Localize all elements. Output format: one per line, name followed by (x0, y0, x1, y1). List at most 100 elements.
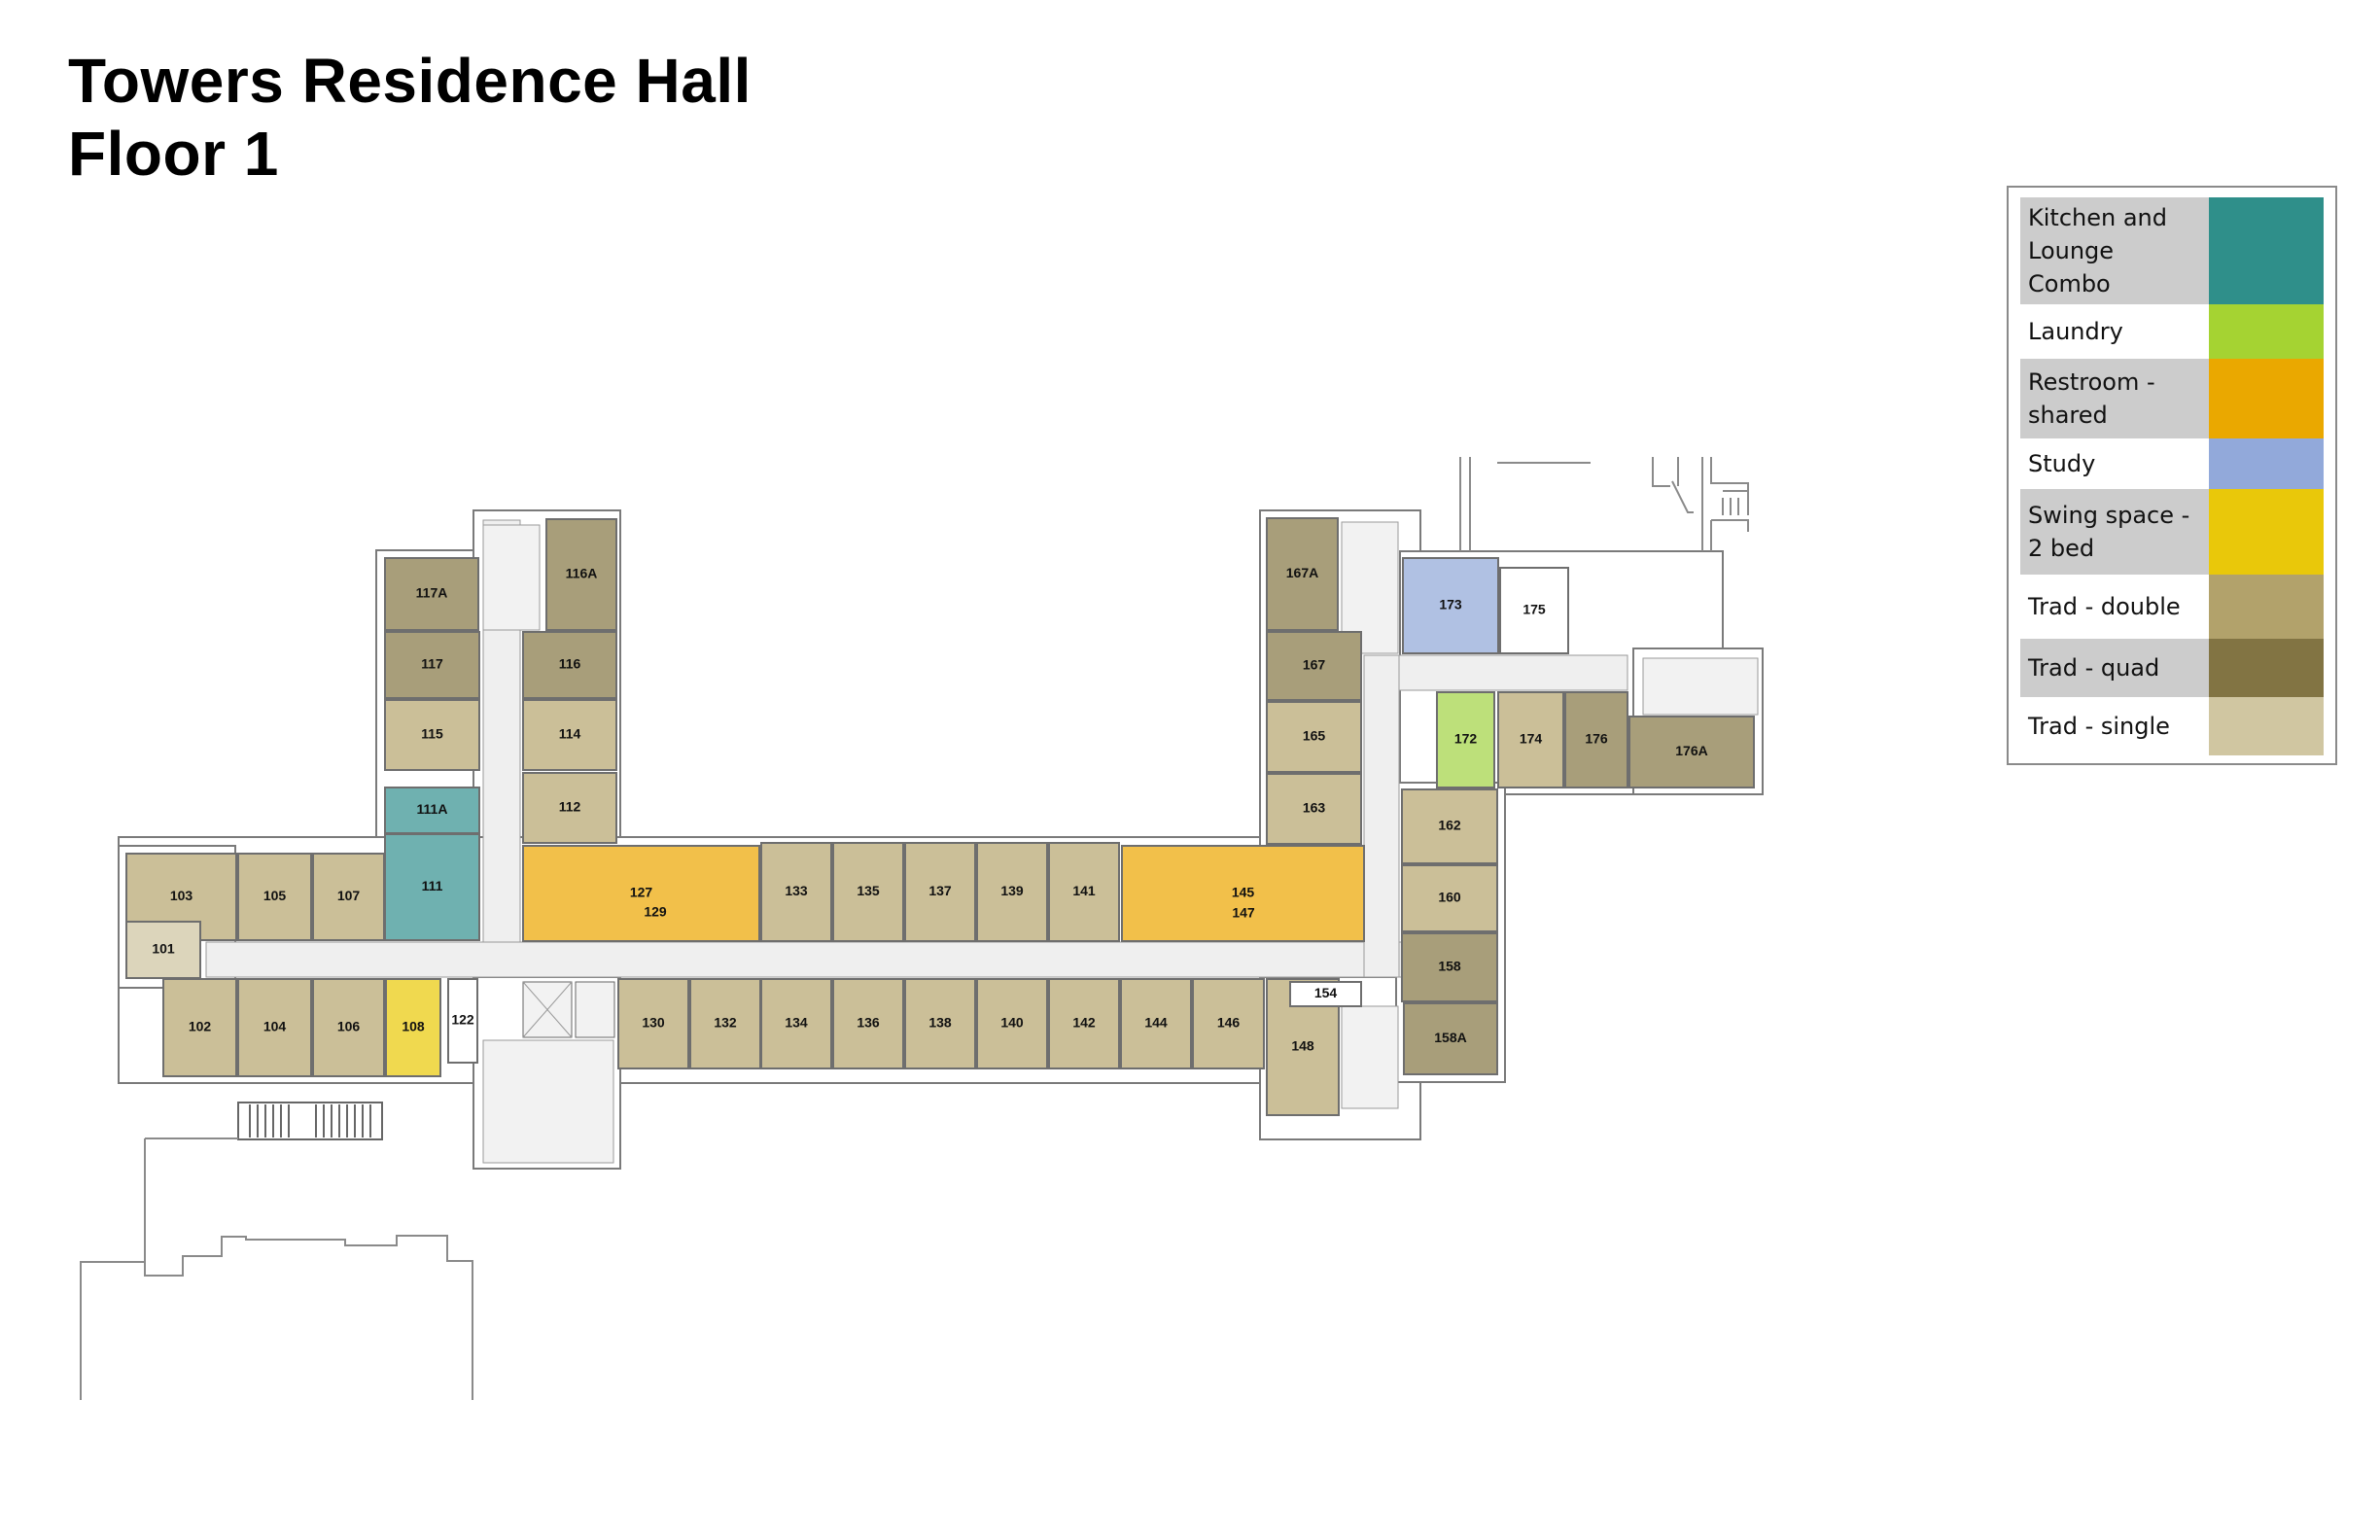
room-number: 129 (644, 904, 667, 920)
stair-east-annex (1642, 657, 1759, 716)
room-146[interactable]: 146 (1192, 978, 1265, 1069)
room-174[interactable]: 174 (1497, 691, 1564, 788)
room-134[interactable]: 134 (760, 978, 832, 1069)
room-number: 103 (170, 888, 193, 903)
legend-color-swatch (2209, 575, 2324, 639)
room-172[interactable]: 172 (1436, 691, 1495, 788)
front-stairs (237, 1102, 383, 1140)
room-135[interactable]: 135 (832, 842, 904, 942)
legend-item: Kitchen and Lounge Combo (2020, 197, 2324, 304)
room-number: 115 (421, 726, 443, 742)
room-number: 158A (1434, 1030, 1466, 1045)
legend-item: Restroom - shared (2020, 359, 2324, 438)
room-158[interactable]: 158 (1401, 932, 1498, 1002)
legend-label: Kitchen and Lounge Combo (2020, 197, 2209, 304)
room-fill (904, 842, 976, 942)
room-fill (832, 978, 904, 1069)
room-number: 160 (1438, 890, 1461, 905)
room-fill (1499, 567, 1569, 654)
room-138[interactable]: 138 (904, 978, 976, 1069)
room-129[interactable]: 129 (644, 904, 667, 920)
room-144[interactable]: 144 (1120, 978, 1192, 1069)
floor-plan-title: Towers Residence Hall Floor 1 (68, 45, 752, 191)
room-140[interactable]: 140 (976, 978, 1048, 1069)
legend-color-swatch (2209, 359, 2324, 438)
room-176[interactable]: 176 (1564, 691, 1628, 788)
room-111a[interactable]: 111A (384, 787, 480, 834)
room-127[interactable]: 127 (522, 845, 760, 942)
room-fill (760, 842, 832, 942)
room-number: 137 (928, 883, 952, 898)
room-115[interactable]: 115 (384, 699, 480, 771)
room-106[interactable]: 106 (312, 978, 385, 1077)
room-163[interactable]: 163 (1266, 773, 1362, 845)
room-158a[interactable]: 158A (1403, 1002, 1498, 1075)
room-122[interactable]: 122 (447, 978, 478, 1064)
room-117a[interactable]: 117A (384, 557, 479, 631)
site-lines (80, 457, 1749, 1400)
room-116[interactable]: 116 (522, 631, 617, 699)
room-162[interactable]: 162 (1401, 788, 1498, 864)
room-number: 134 (785, 1015, 808, 1031)
room-165[interactable]: 165 (1266, 701, 1362, 773)
room-154[interactable]: 154 (1289, 981, 1362, 1007)
room-117[interactable]: 117 (384, 631, 480, 699)
room-142[interactable]: 142 (1048, 978, 1120, 1069)
room-132[interactable]: 132 (689, 978, 761, 1069)
room-number: 116A (566, 566, 598, 581)
room-fill (237, 978, 312, 1077)
legend-color-swatch (2209, 697, 2324, 755)
room-fill (385, 978, 441, 1077)
room-number: 117A (416, 585, 448, 601)
room-105[interactable]: 105 (237, 853, 312, 941)
room-number: 167A (1286, 565, 1318, 580)
room-number: 163 (1303, 800, 1326, 816)
room-145[interactable]: 145 (1121, 845, 1365, 942)
room-number: 133 (785, 883, 808, 898)
room-number: 108 (402, 1019, 425, 1034)
room-number: 145 (1232, 885, 1255, 900)
room-160[interactable]: 160 (1401, 864, 1498, 932)
room-141[interactable]: 141 (1048, 842, 1120, 942)
room-101[interactable]: 101 (125, 921, 201, 979)
room-147[interactable]: 147 (1232, 905, 1255, 921)
room-137[interactable]: 137 (904, 842, 976, 942)
legend-color-swatch (2209, 197, 2324, 304)
room-number: 135 (857, 883, 880, 898)
room-number: 172 (1454, 731, 1478, 747)
room-number: 127 (630, 885, 653, 900)
room-104[interactable]: 104 (237, 978, 312, 1077)
room-175[interactable]: 175 (1499, 567, 1569, 654)
room-133[interactable]: 133 (760, 842, 832, 942)
room-number: 111A (417, 801, 448, 817)
room-130[interactable]: 130 (617, 978, 689, 1069)
legend-item: Laundry (2020, 304, 2324, 359)
room-fill (522, 772, 617, 844)
room-number: 165 (1303, 728, 1326, 744)
room-fill (976, 842, 1048, 942)
room-167[interactable]: 167 (1266, 631, 1362, 701)
room-173[interactable]: 173 (1402, 557, 1499, 654)
room-number: 136 (857, 1015, 880, 1031)
legend-item: Trad - quad (2020, 639, 2324, 697)
room-176a[interactable]: 176A (1628, 716, 1755, 788)
room-107[interactable]: 107 (312, 853, 385, 941)
room-108[interactable]: 108 (385, 978, 441, 1077)
room-136[interactable]: 136 (832, 978, 904, 1069)
room-167a[interactable]: 167A (1266, 517, 1339, 631)
room-fill (522, 845, 760, 942)
room-114[interactable]: 114 (522, 699, 617, 771)
room-fill (237, 853, 312, 941)
room-111[interactable]: 111 (384, 833, 480, 941)
room-112[interactable]: 112 (522, 772, 617, 844)
legend-label: Restroom - shared (2020, 359, 2209, 438)
legend-label: Swing space - 2 bed (2020, 489, 2209, 575)
room-number: 138 (928, 1015, 952, 1031)
room-139[interactable]: 139 (976, 842, 1048, 942)
room-116a[interactable]: 116A (545, 518, 617, 631)
room-102[interactable]: 102 (162, 978, 237, 1077)
legend-item: Study (2020, 438, 2324, 489)
room-number: 141 (1072, 883, 1096, 898)
